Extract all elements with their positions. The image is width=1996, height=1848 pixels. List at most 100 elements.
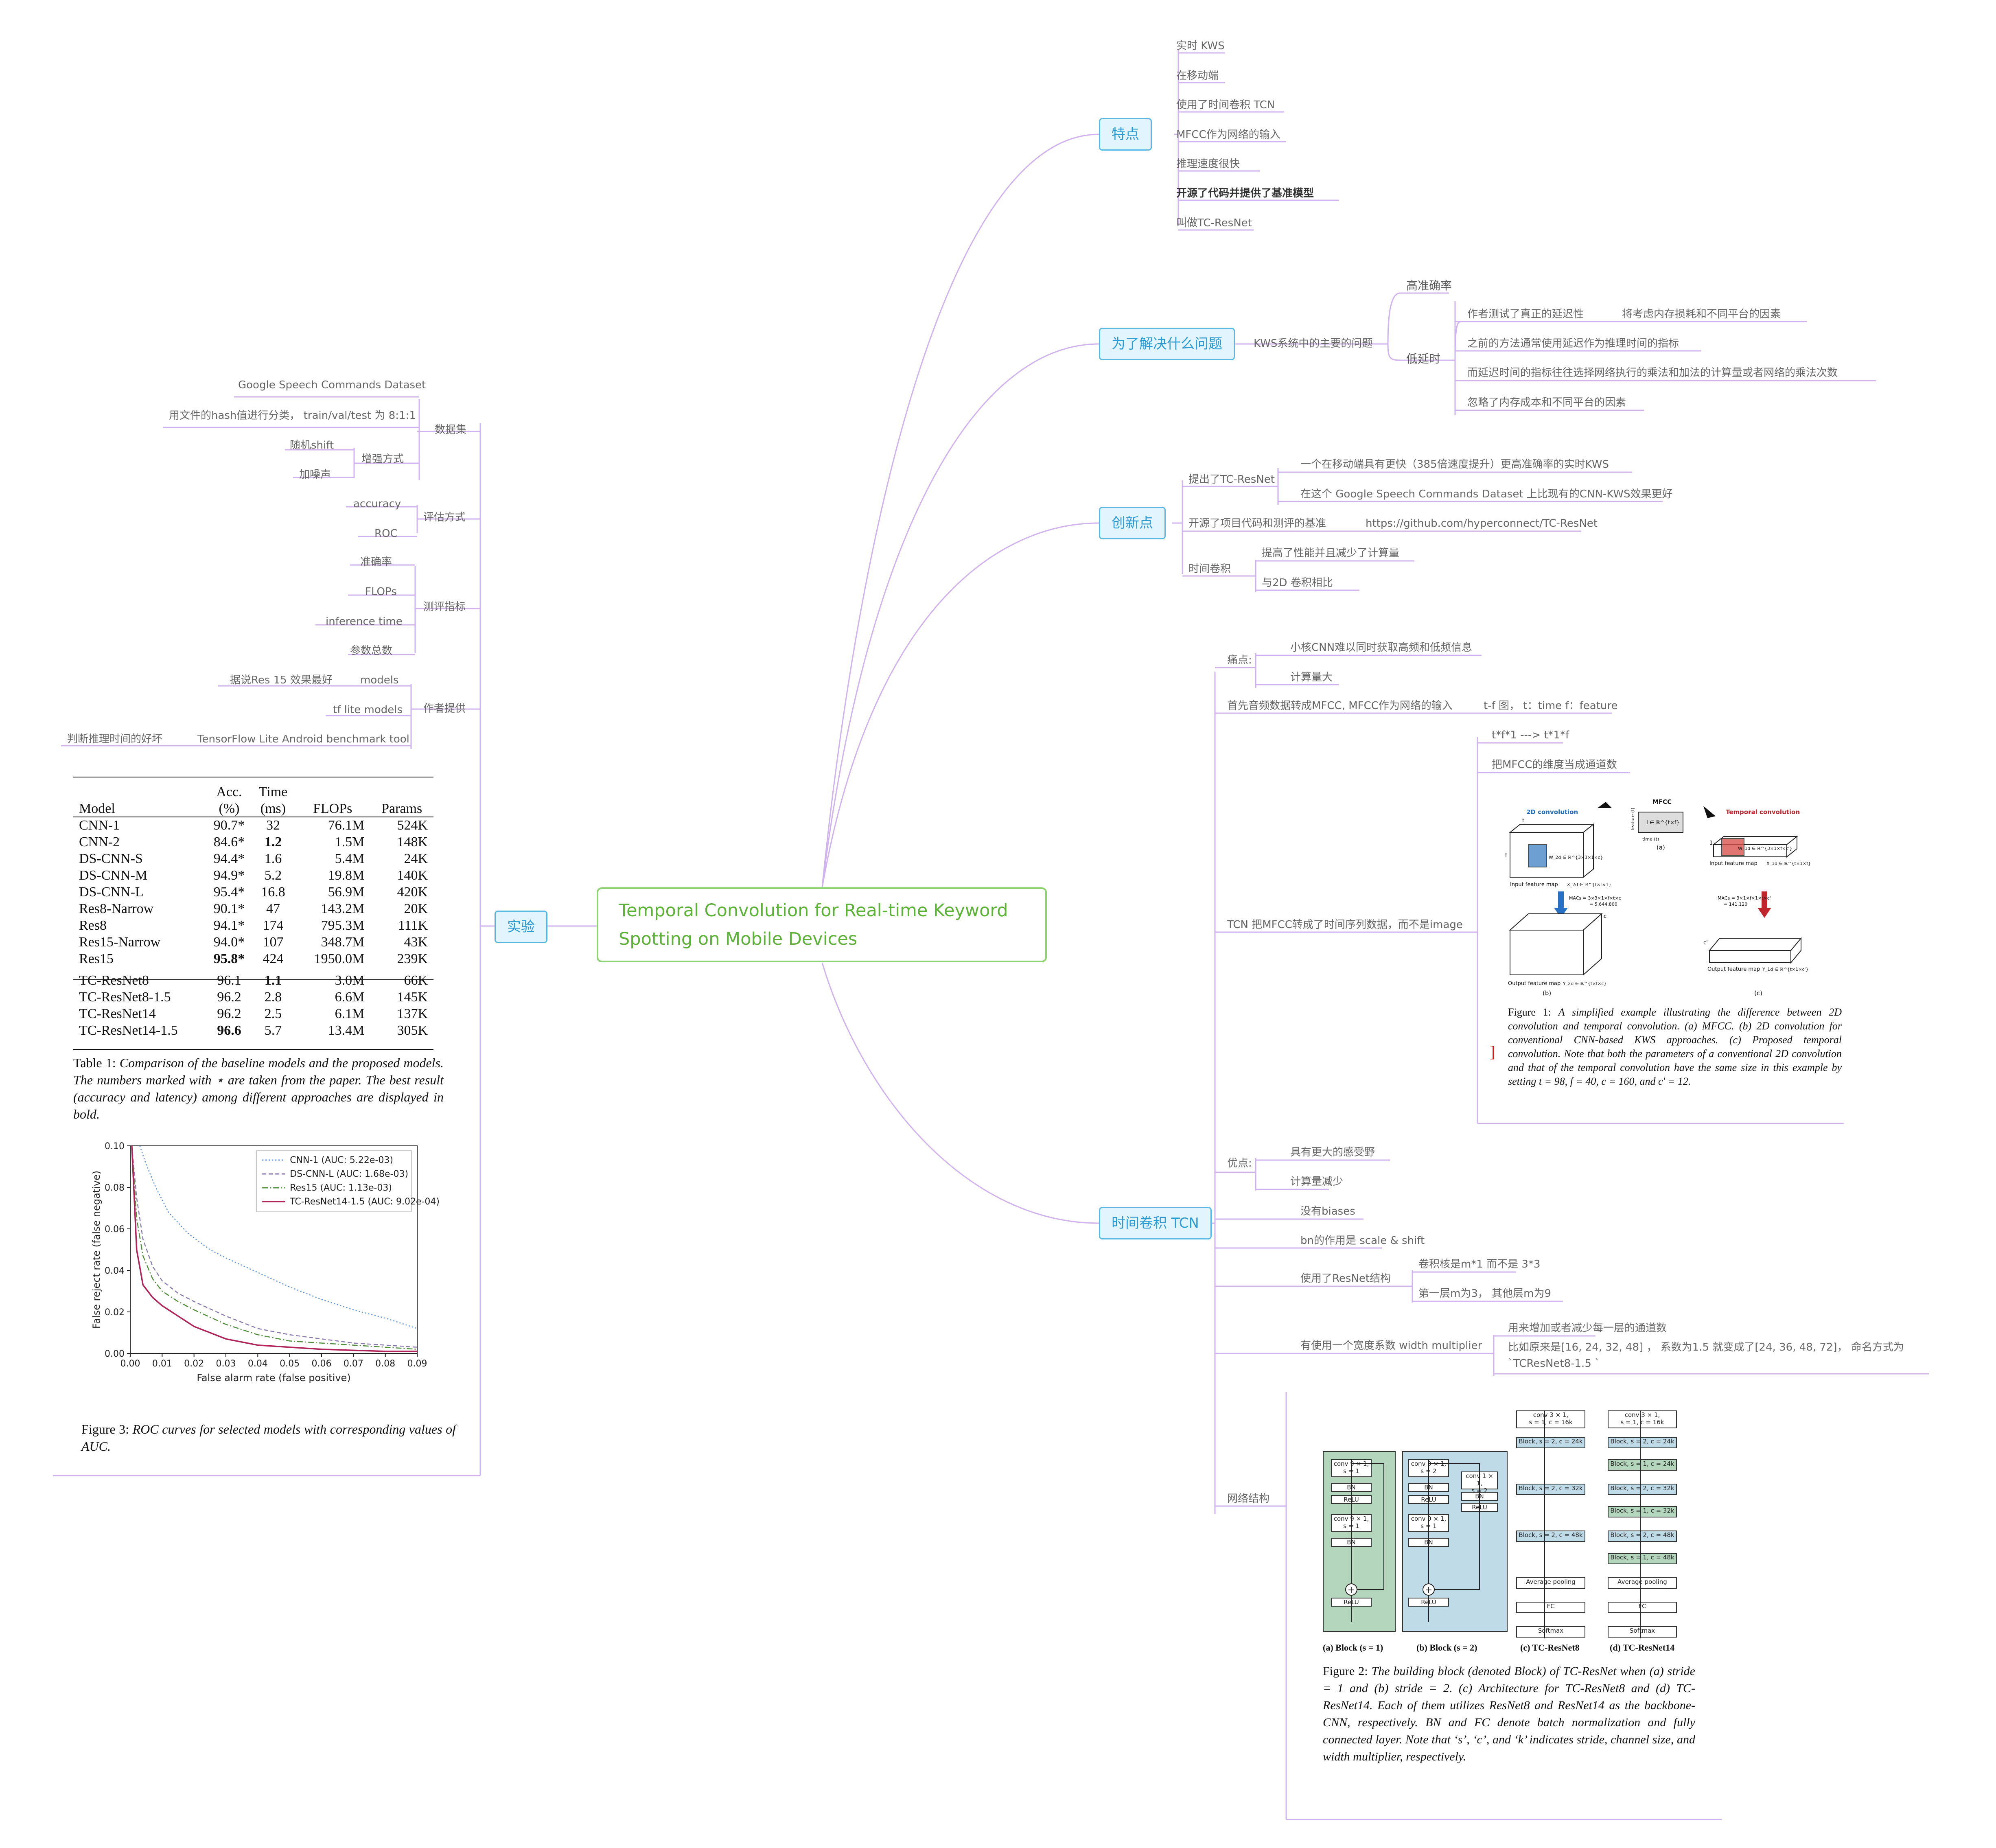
figure2-layer-box: Average pooling (1516, 1577, 1585, 1589)
tcn-width-item[interactable]: 用来增加或者减少每一层的通道数 (1508, 1322, 1667, 1334)
provided-models-note[interactable]: 据说Res 15 效果最好 (230, 674, 333, 686)
figure1-input-2d (1509, 823, 1595, 878)
figure1-label-temporal: Temporal convolution (1726, 808, 1800, 816)
figure2-layer-box: Block, s = 2, c = 32k (1608, 1484, 1677, 1495)
table-cell: 795.3M (321, 918, 365, 933)
features-item[interactable]: 推理速度很快 (1176, 158, 1240, 170)
tcn-resnet-item[interactable]: 卷积核是m*1 而不是 3*3 (1418, 1258, 1541, 1270)
provided-benchmark-note[interactable]: 判断推理时间的好坏 (67, 733, 163, 745)
innovation-proposed-item[interactable]: 一个在移动端具有更快（385倍速度提升）更高准确率的实时KWS (1300, 458, 1609, 471)
tcn-conv-note[interactable]: TCN 把MFCC转成了时间序列数据，而不是image (1227, 919, 1463, 931)
innovation-temporal-item[interactable]: 与2D 卷积相比 (1262, 577, 1333, 589)
roc-y-tick-label: 0.00 (105, 1349, 125, 1359)
table-cell: 24K (404, 851, 428, 866)
tcn-structure[interactable]: 网络结构 (1227, 1493, 1270, 1505)
table-cell: 5.4M (335, 851, 365, 866)
metrics-item[interactable]: inference time (326, 615, 403, 628)
figure1-axis-1: 1 (1709, 840, 1713, 846)
tcn-resnet-item[interactable]: 第一层m为3， 其他层m为9 (1418, 1287, 1552, 1300)
branch-experiment[interactable]: 实验 (495, 911, 547, 943)
tcn-advantages[interactable]: 优点: (1227, 1157, 1252, 1169)
features-item[interactable]: 叫做TC-ResNet (1176, 217, 1252, 229)
tcn-mfcc-sub[interactable]: t-f 图， t：time f：feature (1484, 700, 1618, 712)
table-cell: CNN-2 (79, 834, 120, 850)
branch-problem[interactable]: 为了解决什么问题 (1099, 328, 1235, 360)
tcn-width-item[interactable]: 比如原来是[16, 24, 32, 48] ， 系数为1.5 就变成了[24, … (1508, 1341, 1904, 1370)
roc-legend-label: CNN-1 (AUC: 5.22e-03) (290, 1155, 393, 1165)
features-item[interactable]: 使用了时间卷积 TCN (1176, 99, 1275, 111)
figure1-out-map-1d-sym: Y_1d ∈ ℝ^{t×1×c'} (1762, 967, 1809, 972)
figure2-layer-box: Block, s = 2, c = 24k (1516, 1437, 1585, 1448)
tcn-conv-item[interactable]: 把MFCC的维度当成通道数 (1492, 759, 1617, 771)
table-cell: 94.1* (213, 918, 245, 933)
branch-innovation[interactable]: 创新点 (1099, 507, 1166, 539)
experiment-augmentation[interactable]: 增强方式 (361, 453, 404, 465)
experiment-evaluation[interactable]: 评估方式 (423, 511, 466, 523)
latency-item[interactable]: 之前的方法通常使用延迟作为推理时间的指标 (1467, 337, 1679, 350)
figure1-axis-cp: c' (1703, 940, 1708, 946)
figure1-in-map-2d: Input feature map (1510, 882, 1558, 888)
features-item[interactable]: MFCC作为网络的输入 (1176, 129, 1280, 141)
figure1-caption-lead: Figure 1: (1508, 1006, 1551, 1018)
metrics-item[interactable]: FLOPs (365, 586, 397, 598)
features-item[interactable]: 实时 KWS (1176, 40, 1225, 52)
figure1-axis-time: time (t) (1642, 836, 1659, 842)
roc-x-tick-label: 0.06 (312, 1359, 332, 1369)
roc-x-tick-label: 0.08 (375, 1359, 395, 1369)
latency-item[interactable]: 忽略了内存成本和不同平台的因素 (1467, 396, 1626, 409)
problem-high-accuracy[interactable]: 高准确率 (1406, 279, 1452, 292)
tcn-width-multiplier[interactable]: 有使用一个宽度系数 width multiplier (1300, 1340, 1482, 1352)
table-cell: 5.2 (264, 868, 282, 883)
figure1-mfcc-dim: I ∈ ℝ^{t×f} (1646, 820, 1680, 826)
tcn-pain-item[interactable]: 计算量大 (1290, 671, 1333, 683)
innovation-temporal[interactable]: 时间卷积 (1188, 563, 1231, 575)
problem-low-latency[interactable]: 低延时 (1406, 352, 1441, 366)
tcn-mfcc-input[interactable]: 首先音频数据转成MFCC, MFCC作为网络的输入 (1227, 700, 1453, 712)
tcn-pain[interactable]: 痛点: (1227, 654, 1252, 666)
latency-sub-item[interactable]: 将考虑内存损耗和不同平台的因素 (1622, 308, 1781, 320)
root-title: Temporal Convolution for Real-time Keywo… (619, 900, 1008, 949)
augment-item[interactable]: 随机shift (290, 439, 334, 451)
tcn-advantage-item[interactable]: 计算量减少 (1290, 1176, 1344, 1188)
experiment-metrics[interactable]: 测评指标 (423, 601, 466, 613)
tcn-conv-item[interactable]: t*f*1 ---> t*1*f (1492, 729, 1569, 741)
roc-x-tick-label: 0.00 (120, 1359, 140, 1369)
latency-item[interactable]: 而延迟时间的指标往往选择网络执行的乘法和加法的计算量或者网络的乘法次数 (1467, 367, 1838, 379)
table-cell: 94.4* (213, 851, 245, 866)
experiment-provided[interactable]: 作者提供 (423, 703, 466, 715)
branch-tcn[interactable]: 时间卷积 TCN (1099, 1207, 1212, 1239)
provided-tflite[interactable]: tf lite models (333, 704, 403, 716)
provided-models[interactable]: models (360, 674, 399, 686)
eval-item[interactable]: ROC (374, 528, 398, 540)
tcn-pain-item[interactable]: 小核CNN难以同时获取高频和低频信息 (1290, 642, 1473, 654)
features-item[interactable]: 在移动端 (1176, 70, 1219, 82)
tcn-bn-note[interactable]: bn的作用是 scale & shift (1300, 1235, 1425, 1247)
experiment-dataset[interactable]: 数据集 (435, 424, 467, 436)
metrics-item[interactable]: 参数总数 (350, 645, 393, 657)
innovation-proposed[interactable]: 提出了TC-ResNet (1188, 473, 1275, 486)
features-item[interactable]: 开源了代码并提供了基准模型 (1176, 187, 1314, 199)
augment-item[interactable]: 加噪声 (299, 469, 331, 481)
table-cell: 2.5 (264, 1006, 282, 1021)
root-topic[interactable]: Temporal Convolution for Real-time Keywo… (597, 887, 1047, 962)
figure1-panel: 2D convolution MFCC Temporal convolution… (1482, 784, 1848, 1121)
dataset-item[interactable]: 用文件的hash值进行分类， train/val/test 为 8:1:1 (169, 409, 416, 422)
dataset-item[interactable]: Google Speech Commands Dataset (238, 379, 426, 391)
innovation-github-link[interactable]: https://github.com/hyperconnect/TC-ResNe… (1366, 517, 1598, 530)
innovation-temporal-item[interactable]: 提高了性能并且减少了计算量 (1262, 547, 1400, 559)
metrics-item[interactable]: 准确率 (360, 556, 392, 568)
provided-benchmark[interactable]: TensorFlow Lite Android benchmark tool (197, 733, 409, 745)
tcn-advantage-item[interactable]: 具有更大的感受野 (1290, 1146, 1375, 1158)
problem-main[interactable]: KWS系统中的主要的问题 (1254, 337, 1373, 350)
eval-item[interactable]: accuracy (353, 498, 401, 510)
innovation-proposed-item[interactable]: 在这个 Google Speech Commands Dataset 上比现有的… (1300, 488, 1673, 500)
tcn-resnet[interactable]: 使用了ResNet结构 (1300, 1272, 1391, 1285)
tcn-no-bias[interactable]: 没有biases (1300, 1205, 1355, 1217)
latency-item[interactable]: 作者测试了真正的延迟性 (1467, 308, 1584, 320)
innovation-opensource[interactable]: 开源了项目代码和测评的基准 (1188, 517, 1326, 530)
branch-features[interactable]: 特点 (1099, 118, 1152, 151)
